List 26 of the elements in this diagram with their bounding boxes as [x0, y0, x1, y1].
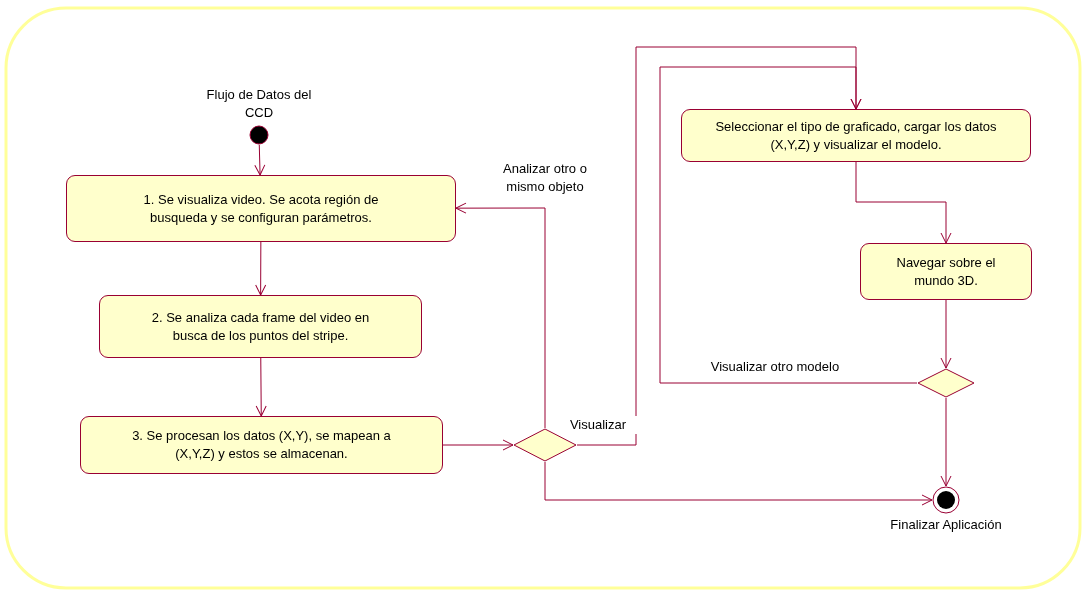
node-caption: Finalizar Aplicación	[889, 516, 1003, 534]
arrow	[940, 397, 952, 487]
decision-diamond	[917, 368, 975, 398]
arrow	[659, 66, 918, 384]
activity-text: 3. Se procesan los datos (X,Y), se mapean a (X,Y,Z) y estos se almacenan.	[131, 427, 392, 463]
activity-box	[66, 175, 456, 242]
decision-diamond	[513, 428, 577, 462]
arrow	[442, 439, 514, 451]
activity-box	[99, 295, 422, 358]
arrow	[544, 461, 933, 506]
final-node	[932, 486, 960, 514]
arrow	[255, 357, 267, 417]
activity-text: Navegar sobre el mundo 3D.	[895, 253, 997, 290]
activity-text: 2. Se analiza cada frame del video en busca de los puntos del stripe.	[150, 308, 371, 345]
arrow	[455, 202, 546, 429]
activity-text: Seleccionar el tipo de graficado, cargar los datos (X,Y,Z) y visualizar el modelo.	[714, 117, 998, 154]
activity-box	[681, 109, 1031, 162]
arrow	[855, 161, 952, 244]
arrow	[255, 241, 267, 296]
arrow	[940, 299, 952, 369]
arrow	[254, 144, 266, 176]
node-caption: Flujo de Datos del CCD	[205, 86, 313, 122]
activity-box	[860, 243, 1032, 300]
initial-node	[249, 125, 269, 145]
activity-text: 1. Se visualiza video. Se acota región de busqueda y se configuran parámetros.	[142, 190, 380, 227]
activity-box	[80, 416, 443, 474]
